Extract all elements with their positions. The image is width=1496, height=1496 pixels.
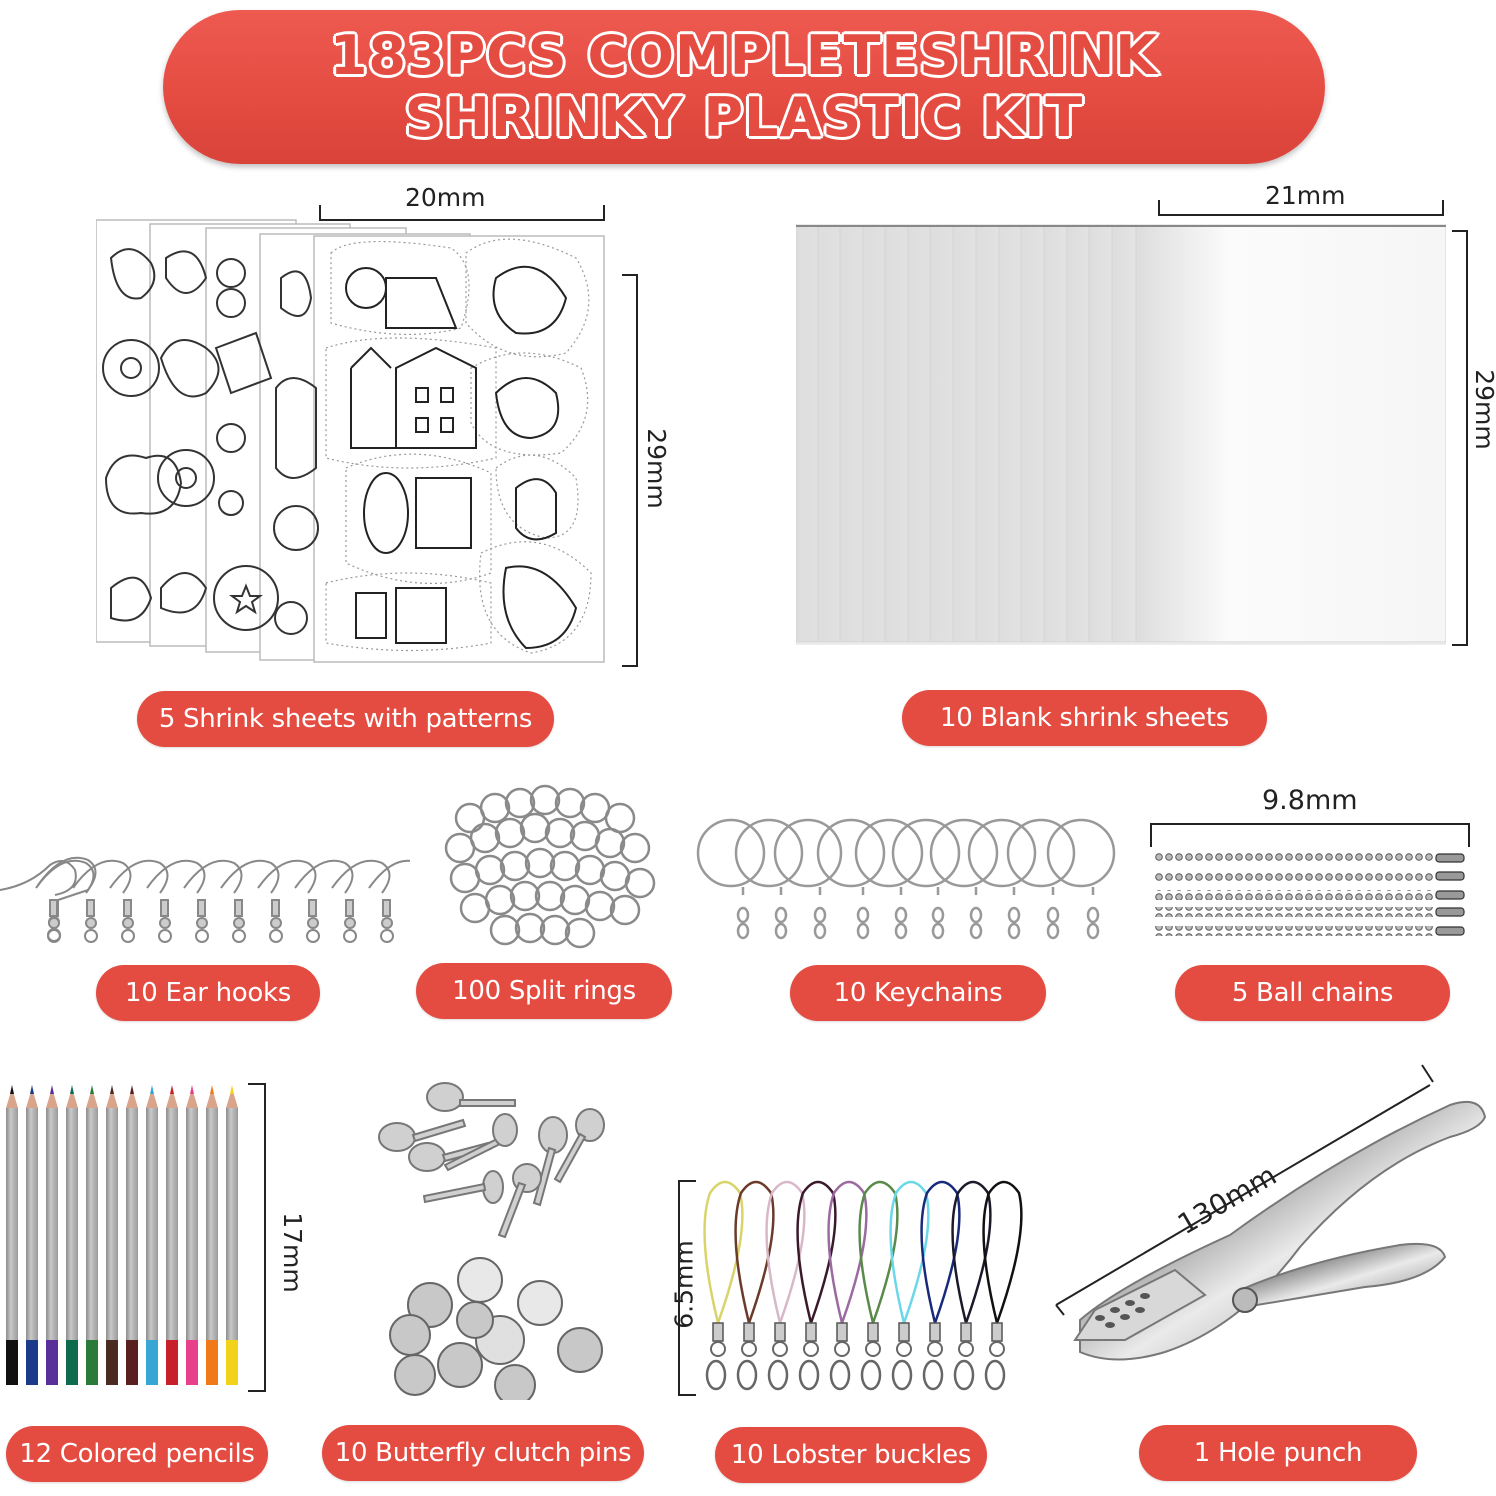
label-clutch-pins: 10 Butterfly clutch pins — [322, 1425, 644, 1481]
dimension-bracket — [1150, 823, 1470, 847]
dimension-bracket — [248, 1083, 266, 1392]
dimension-bracket — [622, 274, 638, 667]
label-ear-hooks: 10 Ear hooks — [96, 965, 320, 1021]
dimension-bracket — [1452, 230, 1468, 646]
title-line-1: 183PCS COMPLETESHRINK — [328, 23, 1159, 88]
title-banner: 183PCS COMPLETESHRINK SHRINKY PLASTIC KI… — [163, 10, 1325, 164]
label-blank-sheets: 10 Blank shrink sheets — [902, 690, 1267, 746]
dim-label-width: 21mm — [1265, 181, 1346, 210]
pencils-icon — [5, 1083, 245, 1388]
dim-label-length: 6.5mm — [669, 1240, 699, 1329]
label-keychains: 10 Keychains — [790, 965, 1046, 1021]
label-lobster-buckles: 10 Lobster buckles — [715, 1427, 987, 1483]
dim-label-length: 9.8mm — [1262, 785, 1358, 816]
label-pencils: 12 Colored pencils — [6, 1426, 268, 1482]
lobster-buckles-icon — [700, 1175, 1040, 1400]
hole-punch-icon: 130mm — [1050, 1060, 1490, 1420]
label-pattern-sheets: 5 Shrink sheets with patterns — [137, 691, 554, 747]
ear-hooks-icon — [0, 850, 410, 950]
blank-sheets-icon — [796, 224, 1446, 646]
label-hole-punch: 1 Hole punch — [1139, 1425, 1417, 1481]
dim-label-height: 29mm — [641, 428, 671, 509]
label-split-rings: 100 Split rings — [416, 963, 672, 1019]
dim-label-width: 20mm — [405, 183, 486, 212]
dim-label-length: 17mm — [277, 1212, 307, 1293]
clutch-pins-icon — [355, 1075, 605, 1400]
dimension-bracket — [1158, 200, 1444, 216]
label-ball-chains: 5 Ball chains — [1175, 965, 1450, 1021]
dimension-bracket — [319, 205, 605, 221]
title-line-2: SHRINKY PLASTIC KIT — [403, 85, 1084, 150]
pattern-sheets-icon — [96, 218, 616, 668]
split-rings-icon — [440, 778, 660, 953]
ball-chains-icon — [1154, 852, 1469, 942]
dim-label-height: 29mm — [1469, 369, 1496, 450]
dimension-bracket — [678, 1180, 696, 1396]
keychains-icon — [696, 815, 1126, 950]
